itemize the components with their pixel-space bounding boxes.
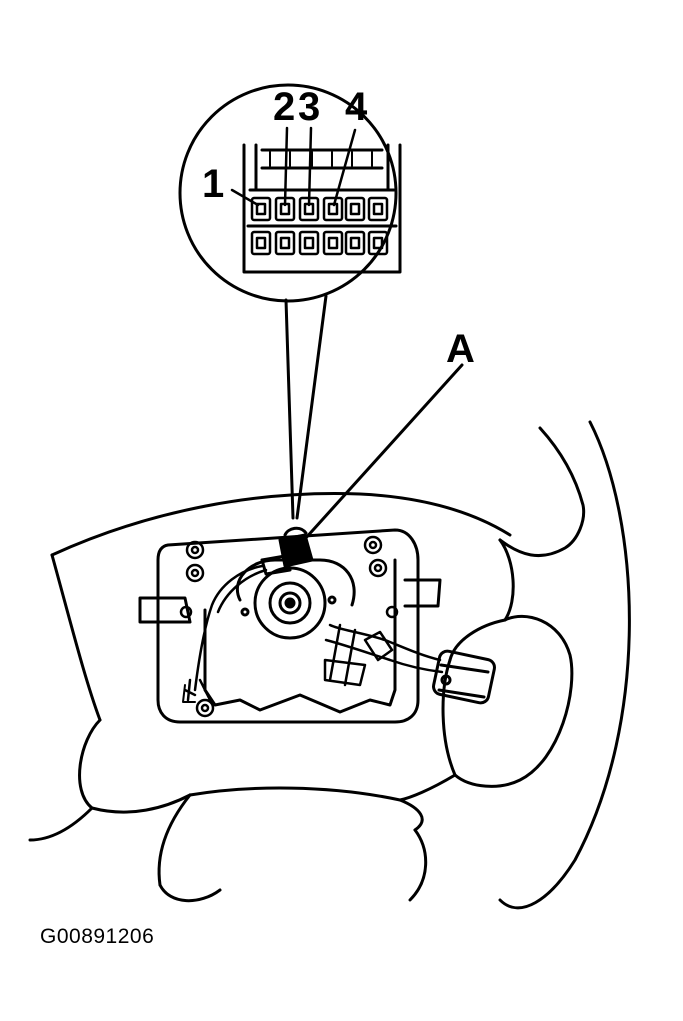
harness-plug	[432, 649, 496, 705]
connector-housing	[242, 143, 402, 274]
callout-3: 3	[298, 85, 320, 129]
pin-4	[322, 196, 344, 222]
inflator-hub	[240, 566, 337, 640]
callout-4: 4	[345, 85, 368, 129]
pin-5	[344, 196, 366, 222]
wiring-harness-left	[183, 564, 268, 702]
magnifier-circle	[178, 83, 398, 303]
harness-clip	[182, 684, 196, 703]
connector-pins-bottom-row	[250, 230, 389, 256]
pin-6	[367, 196, 389, 222]
figure-id: G00891206	[40, 925, 155, 948]
wheel-rim-inner	[498, 426, 586, 557]
wheel-hub-top	[50, 492, 512, 557]
connector-pins-top-row	[250, 196, 389, 222]
wheel-rim-outer	[498, 420, 631, 910]
left-bracket	[138, 596, 192, 624]
magnifier-pointer	[284, 294, 328, 520]
callout-2: 2	[273, 85, 295, 129]
callout-a-leader	[302, 363, 464, 542]
airbag-module	[138, 526, 496, 724]
steering-wheel	[28, 420, 631, 910]
module-outline	[156, 528, 420, 724]
callout-1: 1	[202, 162, 224, 206]
pin-leader-lines	[230, 126, 357, 207]
callout-a: A	[446, 327, 475, 371]
magnified-view: 1 2 3 4	[178, 83, 402, 303]
right-bracket	[403, 578, 442, 608]
wiring-harness-right	[323, 623, 444, 687]
pin-1	[250, 196, 272, 222]
mounting-bolts	[179, 535, 399, 718]
